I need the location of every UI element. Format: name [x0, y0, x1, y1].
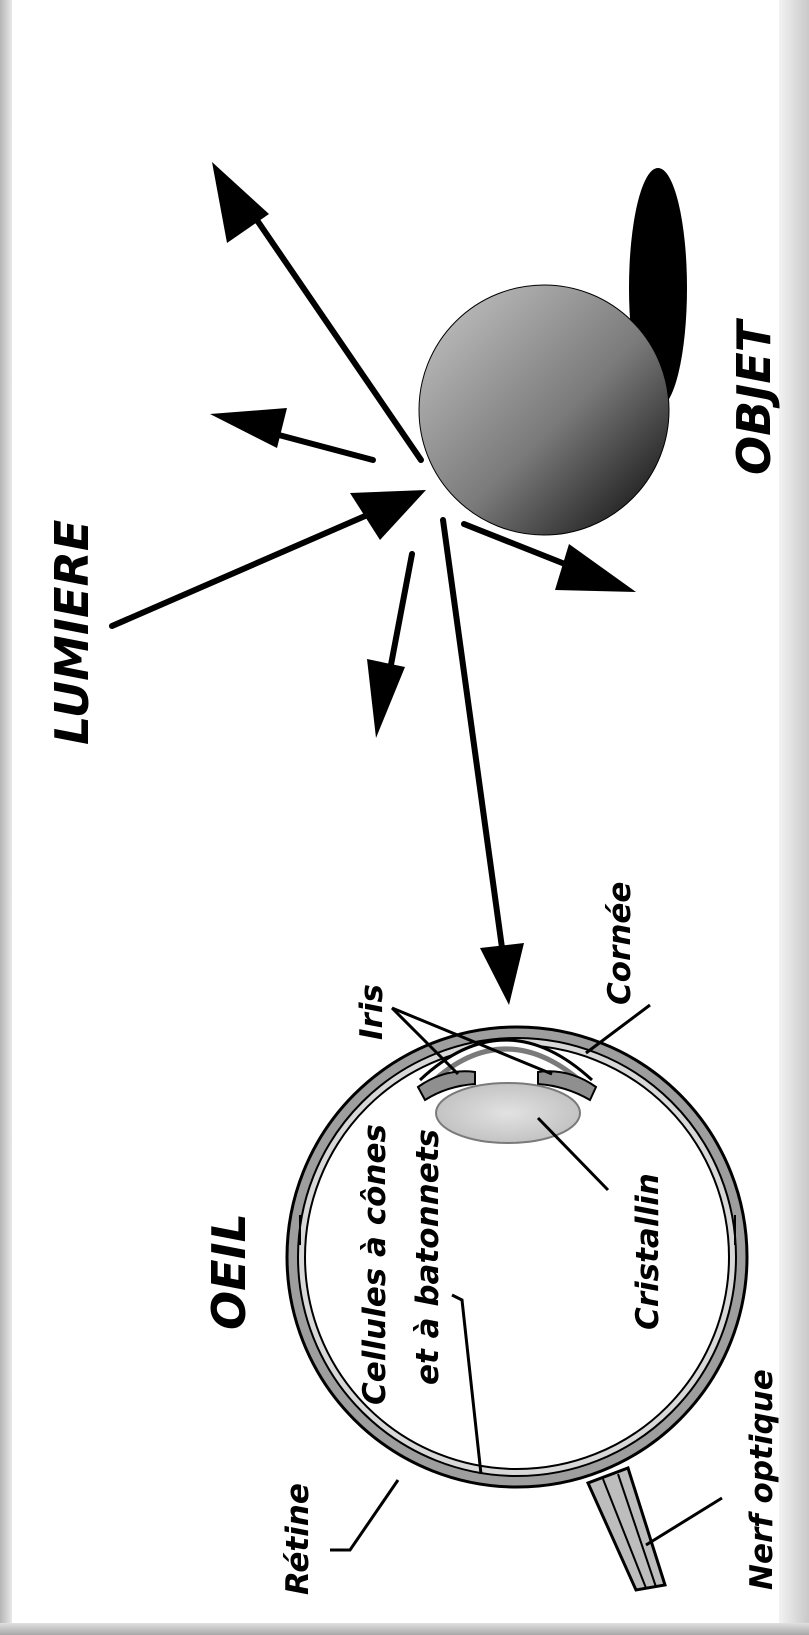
cornea-leader [586, 1005, 650, 1053]
label-objet: OBJET [727, 317, 781, 475]
label-cornee: Cornée [602, 882, 638, 1005]
optic-nerve [588, 1468, 665, 1590]
incoming-light-ray [112, 513, 372, 626]
eye-group [287, 1027, 747, 1590]
nerf-leader [646, 1498, 722, 1545]
reflected-ray-down [390, 554, 412, 670]
label-cristallin: Cristallin [630, 1173, 666, 1330]
label-cellules-line1: Cellules à cônes [357, 1124, 393, 1405]
ray-to-eye-arrowhead [480, 943, 524, 1005]
label-lumiere: LUMIERE [45, 520, 99, 745]
object-group [419, 168, 687, 535]
retine-leader [330, 1480, 398, 1550]
ray-to-eye [443, 520, 503, 955]
reflected-ray-down-arrowhead [367, 659, 405, 738]
label-iris: Iris [354, 984, 390, 1040]
reflected-ray-down-right-arrowhead [555, 544, 636, 592]
crystalline-lens [436, 1083, 580, 1143]
label-oeil: OEIL [202, 1213, 256, 1330]
reflected-ray-left-arrowhead [210, 408, 287, 448]
reflected-ray-up-left-arrowhead [212, 162, 269, 243]
label-cellules-line2: et à batonnets [410, 1129, 446, 1385]
object-sphere [419, 285, 669, 535]
label-nerf-optique: Nerf optique [744, 1369, 780, 1590]
label-retine: Rétine [280, 1483, 316, 1595]
